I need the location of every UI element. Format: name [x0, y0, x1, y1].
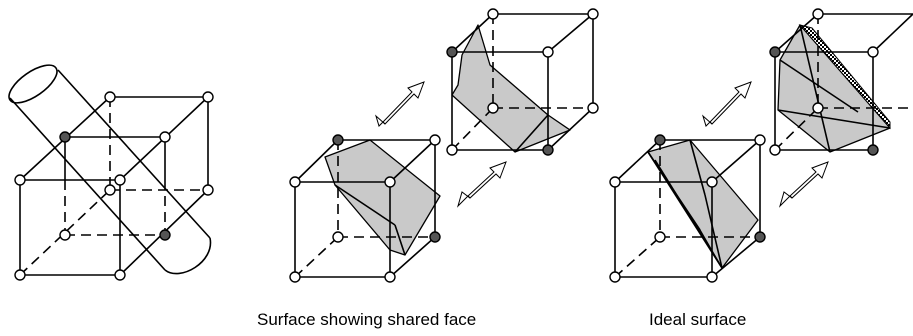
ideal-surface-caption: Ideal surface [649, 310, 747, 329]
separation-arrow-bottom [456, 161, 507, 208]
shared-face-panel [289, 8, 599, 283]
ideal-surface-panel [609, 8, 913, 283]
cylinder-cube-panel [8, 64, 214, 281]
upper-cube-ideal [769, 8, 913, 156]
ideal-arrow-top [702, 81, 752, 127]
ideal-arrow-bottom [778, 161, 829, 208]
separation-arrow-top [375, 81, 425, 127]
vertex-markers [14, 91, 214, 281]
upper-cube-shared [446, 8, 599, 156]
cylinder-shape [8, 64, 212, 275]
shared-face-caption: Surface showing shared face [257, 310, 477, 329]
lower-cube-ideal [609, 134, 766, 283]
lower-cube-shared [289, 134, 441, 283]
